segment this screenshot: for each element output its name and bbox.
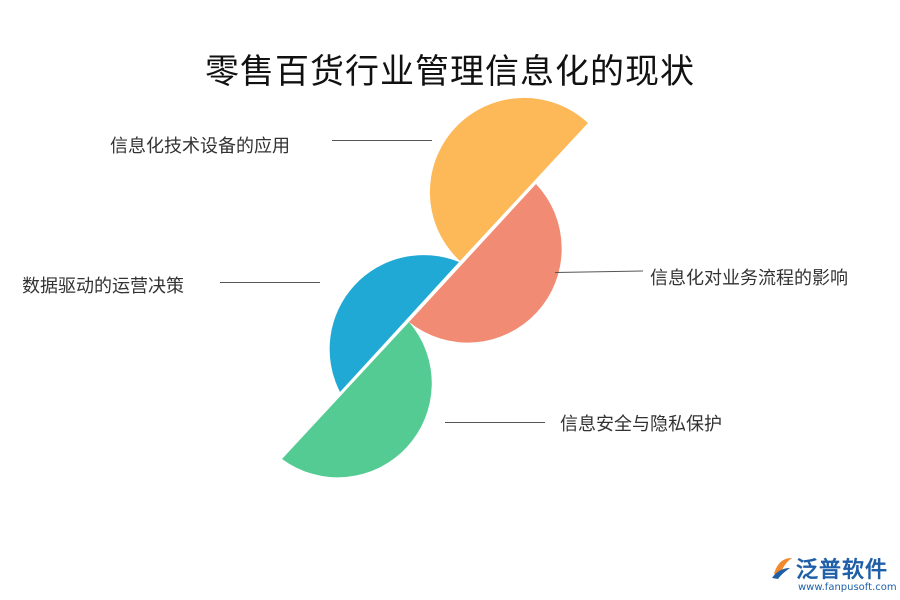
label-technology-equipment: 信息化技术设备的应用 bbox=[110, 136, 290, 157]
segment-data-driven-decisions bbox=[329, 255, 459, 392]
segment-security-privacy bbox=[282, 322, 432, 478]
brand-logo: 泛普软件 www.fanpusoft.com bbox=[770, 552, 897, 598]
brand-name: 泛普软件 bbox=[796, 558, 889, 583]
diagram-title: 零售百货行业管理信息化的现状 bbox=[205, 52, 695, 92]
label-business-process: 信息化对业务流程的影响 bbox=[650, 268, 848, 289]
label-security-privacy: 信息安全与隐私保护 bbox=[560, 414, 722, 435]
segment-business-process bbox=[409, 184, 562, 343]
label-data-driven-decisions: 数据驱动的运营决策 bbox=[22, 276, 184, 297]
segment-technology-equipment bbox=[429, 97, 588, 262]
connector-line-security bbox=[445, 422, 545, 423]
brand-mark-icon bbox=[772, 558, 792, 579]
connector-line-data bbox=[220, 282, 320, 283]
brand-url: www.fanpusoft.com bbox=[798, 582, 897, 593]
connector-line-technology bbox=[332, 140, 432, 141]
